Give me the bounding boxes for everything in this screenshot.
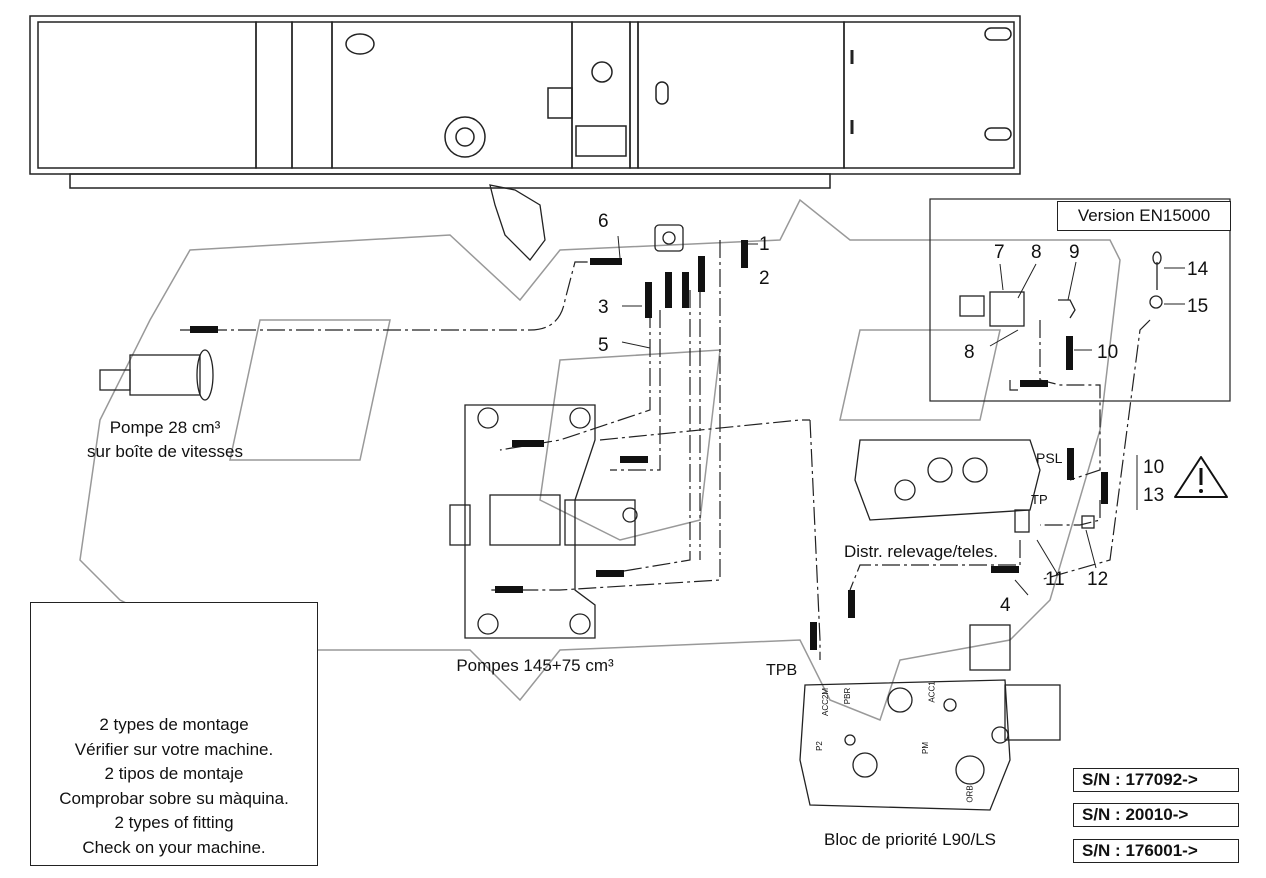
port-pbr: PBR xyxy=(843,687,853,705)
port-p2: P2 xyxy=(814,741,824,751)
port-orb: ORB xyxy=(965,785,975,803)
version-label: Version EN15000 xyxy=(1057,201,1231,231)
label-15: 15 xyxy=(1187,296,1209,317)
label-3: 3 xyxy=(598,297,609,318)
label-14: 14 xyxy=(1187,259,1209,280)
label-1: 1 xyxy=(759,234,770,255)
serial-number-1: S/N : 177092-> xyxy=(1073,768,1239,792)
label-8-top: 8 xyxy=(1031,242,1042,263)
warning-box: 2 types de montage Vérifier sur votre ma… xyxy=(30,602,318,866)
label-13: 13 xyxy=(1143,485,1165,506)
machine-frame xyxy=(29,15,1021,189)
caption-pump-28-line2: sur boîte de vitesses xyxy=(87,442,243,461)
label-6: 6 xyxy=(598,211,609,232)
components xyxy=(99,184,1163,811)
warning-line: Vérifier sur votre machine. xyxy=(74,739,274,759)
serial-number-3: S/N : 176001-> xyxy=(1073,839,1239,863)
caption-pump-28-line1: Pompe 28 cm³ xyxy=(109,418,221,437)
label-11: 11 xyxy=(1045,569,1065,590)
label-4: 4 xyxy=(1000,595,1011,616)
warning-small-icon xyxy=(1174,456,1228,498)
port-acc1: ACC1 xyxy=(927,681,937,703)
port-psl: PSL xyxy=(1036,450,1063,466)
warning-text: 2 types de montage Vérifier sur votre ma… xyxy=(31,713,317,860)
warning-line: 2 types of fitting xyxy=(114,813,234,832)
caption-bloc-priorite: Bloc de priorité L90/LS xyxy=(824,830,996,849)
label-12: 12 xyxy=(1087,569,1109,590)
port-pm: PM xyxy=(921,742,930,754)
leader-lines xyxy=(617,235,1185,596)
hose-ends xyxy=(190,240,1108,650)
port-acc2m: ACC2M xyxy=(821,687,831,717)
serial-number-2: S/N : 20010-> xyxy=(1073,803,1239,827)
hose-lines xyxy=(180,240,1151,660)
label-8-bottom: 8 xyxy=(964,342,975,363)
version-frame xyxy=(929,198,1231,402)
port-tpb: TPB xyxy=(766,662,798,679)
label-7: 7 xyxy=(994,242,1005,263)
warning-line: Check on your machine. xyxy=(82,837,266,857)
warning-line: Comprobar sobre su màquina. xyxy=(59,788,289,808)
label-9: 9 xyxy=(1069,242,1080,263)
warning-line: 2 types de montage xyxy=(99,715,249,734)
caption-pumps-145-75: Pompes 145+75 cm³ xyxy=(456,656,614,675)
caption-distr: Distr. relevage/teles. xyxy=(843,542,998,561)
label-10-version: 10 xyxy=(1097,342,1119,363)
label-2: 2 xyxy=(759,268,770,289)
label-10-side: 10 xyxy=(1143,457,1165,478)
label-5: 5 xyxy=(598,335,609,356)
port-tp: TP xyxy=(1031,492,1048,507)
warning-line: 2 tipos de montaje xyxy=(104,764,244,783)
